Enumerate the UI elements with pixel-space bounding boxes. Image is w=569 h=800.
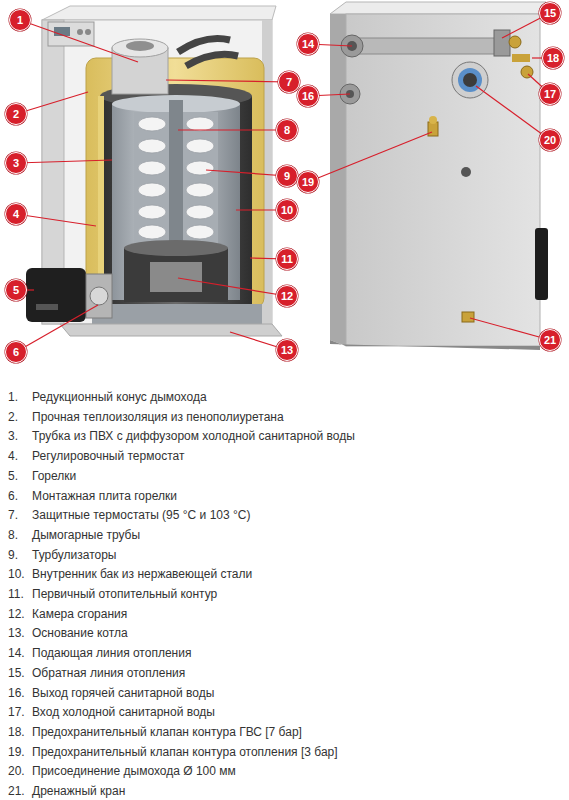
callout-number: 19 bbox=[297, 171, 319, 193]
back-view-boiler bbox=[330, 2, 548, 350]
list-item: Присоединение дымохода Ø 100 мм bbox=[32, 764, 236, 778]
callout-text: 20 bbox=[544, 135, 556, 146]
callout-text: 4 bbox=[13, 209, 19, 220]
list-number: 19. bbox=[8, 745, 25, 759]
list-number: 2. bbox=[8, 410, 18, 424]
callout-number: 1 bbox=[9, 9, 31, 31]
list-item: Основание котла bbox=[32, 626, 128, 640]
list-item: Защитные термостаты (95 °C и 103 °C) bbox=[32, 508, 250, 522]
callout-number: 6 bbox=[5, 341, 27, 363]
callout-number: 13 bbox=[276, 339, 298, 361]
list-number: 13. bbox=[8, 626, 25, 640]
callout-number: 5 bbox=[5, 279, 27, 301]
callout-text: 12 bbox=[281, 291, 293, 302]
list-number: 21. bbox=[8, 784, 25, 798]
list-item: Турбулизаторы bbox=[32, 548, 117, 562]
callout-number: 11 bbox=[276, 248, 298, 270]
callout-text: 5 bbox=[13, 285, 19, 296]
callout-text: 14 bbox=[302, 39, 314, 50]
cutaway-boiler bbox=[26, 6, 282, 336]
list-item: Трубка из ПВХ с диффузором холодной сани… bbox=[32, 429, 355, 443]
callout-number: 18 bbox=[542, 47, 564, 69]
list-number: 7. bbox=[8, 508, 18, 522]
list-item: Монтажная плита горелки bbox=[32, 489, 177, 503]
list-number: 18. bbox=[8, 725, 25, 739]
callout-text: 3 bbox=[13, 158, 19, 169]
list-item: Внутренник бак из нержавеющей стали bbox=[32, 567, 252, 581]
list-number: 5. bbox=[8, 469, 18, 483]
callout-text: 13 bbox=[281, 345, 293, 356]
list-item: Редукционный конус дымохода bbox=[32, 390, 207, 404]
callout-number: 12 bbox=[276, 285, 298, 307]
callout-number: 7 bbox=[278, 71, 300, 93]
list-number: 3. bbox=[8, 429, 18, 443]
list-item: Обратная линия отопления bbox=[32, 666, 185, 680]
list-item: Предохранительный клапан контура отоплен… bbox=[32, 745, 338, 759]
callout-number: 21 bbox=[539, 329, 561, 351]
callout-text: 11 bbox=[281, 254, 293, 265]
list-number: 17. bbox=[8, 705, 25, 719]
list-number: 20. bbox=[8, 764, 25, 778]
callout-text: 18 bbox=[547, 53, 559, 64]
callout-text: 1 bbox=[17, 15, 23, 26]
list-number: 1. bbox=[8, 390, 18, 404]
list-item: Предохранительный клапан контура ГВС [7 … bbox=[32, 725, 302, 739]
list-number: 11. bbox=[8, 587, 24, 601]
callout-text: 9 bbox=[284, 171, 290, 182]
callout-text: 7 bbox=[286, 77, 292, 88]
list-number: 15. bbox=[8, 666, 25, 680]
callout-text: 16 bbox=[302, 91, 314, 102]
list-number: 12. bbox=[8, 607, 25, 621]
callout-number: 14 bbox=[297, 33, 319, 55]
callout-number: 2 bbox=[5, 103, 27, 125]
callout-number: 9 bbox=[276, 165, 298, 187]
list-number: 9. bbox=[8, 548, 18, 562]
callout-number: 15 bbox=[539, 2, 561, 24]
list-item: Выход горячей санитарной воды bbox=[32, 686, 214, 700]
list-number: 8. bbox=[8, 528, 18, 542]
list-item: Дренажный кран bbox=[32, 784, 125, 798]
list-item: Первичный отопительный контур bbox=[32, 587, 217, 601]
callout-text: 17 bbox=[544, 89, 556, 100]
leader-lines bbox=[16, 13, 553, 352]
callout-number: 20 bbox=[539, 129, 561, 151]
callout-text: 10 bbox=[281, 205, 293, 216]
callout-number: 8 bbox=[276, 119, 298, 141]
callout-number: 4 bbox=[5, 203, 27, 225]
list-item: Дымогарные трубы bbox=[32, 528, 140, 542]
list-item: Прочная теплоизоляция из пенополиуретана bbox=[32, 410, 284, 424]
callout-number: 16 bbox=[297, 85, 319, 107]
list-item: Горелки bbox=[32, 469, 76, 483]
list-number: 14. bbox=[8, 646, 25, 660]
list-number: 4. bbox=[8, 449, 18, 463]
list-number: 16. bbox=[8, 686, 25, 700]
callout-number: 17 bbox=[539, 83, 561, 105]
list-item: Подающая линия отопления bbox=[32, 646, 191, 660]
list-item: Регулировочный термостат bbox=[32, 449, 184, 463]
callout-text: 6 bbox=[13, 347, 19, 358]
list-item: Камера сгорания bbox=[32, 607, 127, 621]
list-number: 6. bbox=[8, 489, 18, 503]
callout-number: 10 bbox=[276, 199, 298, 221]
list-item: Вход холодной санитарной воды bbox=[32, 705, 215, 719]
list-number: 10. bbox=[8, 567, 25, 581]
callout-text: 15 bbox=[544, 8, 556, 19]
callout-text: 2 bbox=[13, 109, 19, 120]
callout-text: 19 bbox=[302, 177, 314, 188]
callout-text: 8 bbox=[284, 125, 290, 136]
callout-text: 21 bbox=[544, 335, 556, 346]
callout-number: 3 bbox=[5, 152, 27, 174]
